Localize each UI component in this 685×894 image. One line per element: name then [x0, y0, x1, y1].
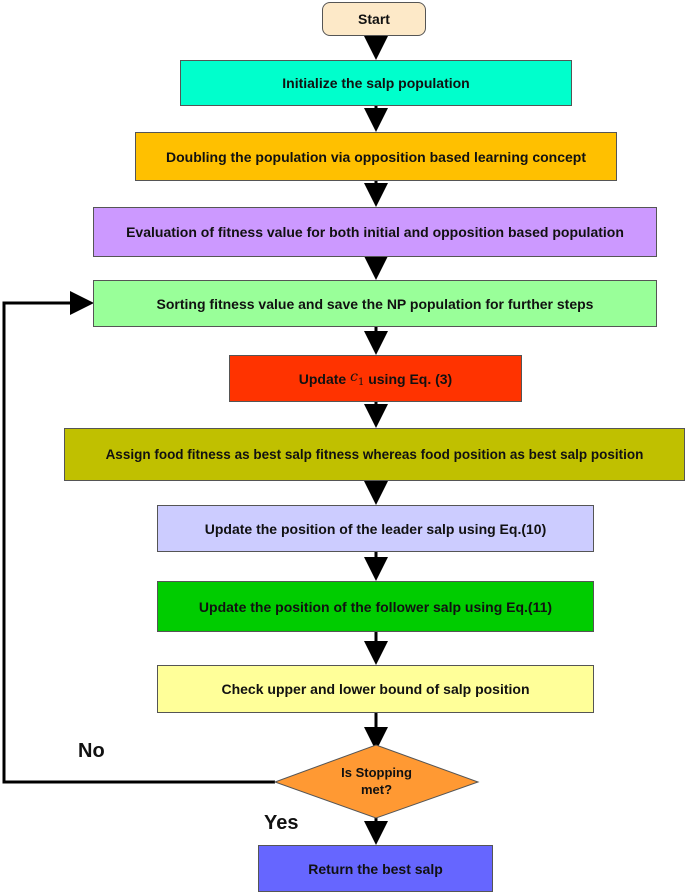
doubling-step: Doubling the population via opposition b… — [135, 132, 617, 181]
evaluation-step: Evaluation of fitness value for both ini… — [93, 207, 657, 257]
update-c1-suffix: using Eq. (3) — [364, 370, 453, 387]
decision-label: Is Stopping met? — [275, 752, 478, 810]
no-label: No — [78, 740, 105, 762]
assign-food-step: Assign food fitness as best salp fitness… — [64, 428, 685, 481]
decision-line-1: Is Stopping — [341, 765, 412, 780]
yes-label: Yes — [264, 812, 299, 834]
update-c1-step: Update c1 using Eq. (3) — [229, 355, 522, 402]
initialize-step: Initialize the salp population — [180, 60, 572, 106]
follower-update-step: Update the position of the follower salp… — [157, 581, 594, 632]
decision-diamond — [273, 744, 480, 819]
update-c1-prefix: Update — [298, 370, 351, 387]
bound-check-step: Check upper and lower bound of salp posi… — [157, 665, 594, 713]
c1-variable: c1 — [350, 369, 365, 388]
decision-line-2: met? — [360, 782, 393, 797]
end-node: Return the best salp — [258, 845, 493, 892]
loop-back-line — [2, 291, 275, 784]
sorting-step: Sorting fitness value and save the NP po… — [93, 280, 657, 327]
leader-update-step: Update the position of the leader salp u… — [157, 505, 594, 552]
start-node: Start — [322, 2, 426, 36]
